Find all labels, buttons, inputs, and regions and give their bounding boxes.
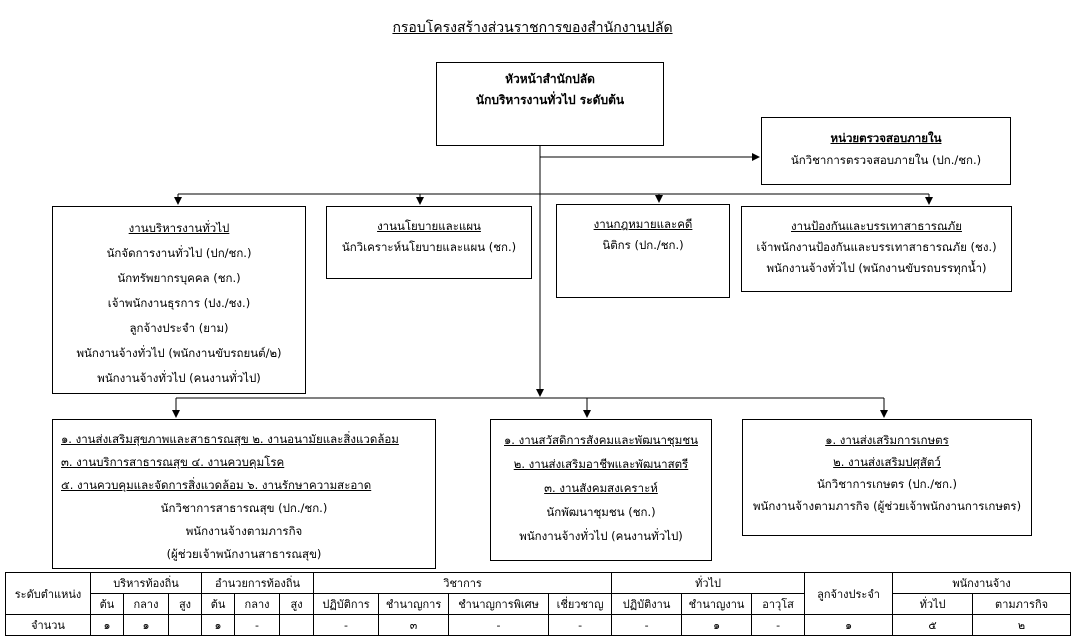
agri-unit: ๑. งานส่งเสริมการเกษตร [825, 433, 949, 447]
group-local-director: อำนวยการท้องถิ่น [201, 572, 315, 594]
group-general: ทั่วไป [611, 572, 806, 594]
position-table: ระดับตำแหน่ง บริหารท้องถิ่น อำนวยการท้อง… [5, 572, 1072, 636]
sub-c2: ชำนาญการ [378, 593, 450, 615]
sub-g2: ชำนาญงาน [681, 593, 753, 615]
social-staff: นักพัฒนาชุมชน (ชก.) [546, 505, 656, 519]
social-unit: ๑. งานสวัสดิการสังคมและพัฒนาชุมชน [504, 433, 698, 447]
admin-staff: เจ้าพนักงานธุรการ (ปง./ชง.) [107, 296, 251, 310]
sub-e1: ทั่วไป [892, 593, 974, 615]
sub-c1: ปฏิบัติการ [313, 593, 380, 615]
health-staff: พนักงานจ้างตามภารกิจ [185, 524, 303, 538]
audit-staff: นักวิชาการตรวจสอบภายใน (ปก./ชก.) [790, 153, 982, 167]
head-box: หัวหน้าสำนักปลัด นักบริหารงานทั่วไป ระดั… [436, 62, 664, 146]
health-staff: นักวิชาการสาธารณสุข (ปก./ชก.) [160, 501, 328, 515]
count-g2: ๑ [681, 614, 753, 636]
count-e2: ๒ [972, 614, 1072, 636]
sub-d2: กลาง [234, 593, 281, 615]
page-title: กรอบโครงสร้างส่วนราชการของสำนักงานปลัด [392, 20, 673, 36]
admin-staff: พนักงานจ้างทั่วไป (พนักงานขับรถยนต์/๒) [76, 346, 282, 360]
sub-e2: ตามภารกิจ [972, 593, 1072, 615]
agri-staff: นักวิชาการเกษตร (ปก./ชก.) [816, 477, 958, 491]
sub-g3: อาวุโส [751, 593, 806, 615]
count-a2: ๑ [123, 614, 169, 636]
policy-heading: งานนโยบายและแผน [377, 219, 481, 233]
social-unit: ๒. งานส่งเสริมอาชีพและพัฒนาสตรี [513, 457, 689, 471]
disaster-heading: งานป้องกันและบรรเทาสาธารณภัย [791, 219, 962, 233]
social-unit: ๓. งานสังคมสงเคราะห์ [544, 481, 658, 495]
count-a1: ๑ [90, 614, 124, 636]
sub-a2: กลาง [123, 593, 169, 615]
disaster-staff: เจ้าพนักงานป้องกันและบรรเทาสาธารณภัย (ชง… [756, 240, 997, 254]
sub-c3: ชำนาญการพิเศษ [448, 593, 550, 615]
admin-heading: งานบริหารงานทั่วไป [128, 221, 230, 235]
admin-staff: ลูกจ้างประจำ (ยาม) [129, 321, 229, 335]
count-e1: ๕ [892, 614, 974, 636]
health-unit: ๑. งานส่งเสริมสุขภาพและสาธารณสุข ๒. งานอ… [61, 432, 399, 446]
group-academic: วิชาการ [313, 572, 613, 594]
sub-c4: เชี่ยวชาญ [548, 593, 613, 615]
policy-box: งานนโยบายและแผน นักวิเคราะห์นโยบายและแผน… [326, 206, 532, 279]
disaster-staff: พนักงานจ้างทั่วไป (พนักงานขับรถบรรทุกน้ำ… [766, 261, 987, 275]
audit-heading: หน่วยตรวจสอบภายใน [830, 131, 942, 145]
health-staff: (ผู้ช่วยเจ้าพนักงานสาธารณสุข) [166, 547, 322, 561]
admin-staff: พนักงานจ้างทั่วไป (คนงานทั่วไป) [97, 371, 261, 385]
group-employee: พนักงานจ้าง [892, 572, 1072, 594]
law-heading: งานกฎหมายและคดี [593, 217, 693, 231]
count-permanent: ๑ [804, 614, 894, 636]
law-box: งานกฎหมายและคดี นิติกร (ปก./ชก.) [556, 204, 730, 298]
table-subheader-row: ต้น กลาง สูง ต้น กลาง สูง ปฏิบัติการ ชำน… [6, 593, 1072, 615]
count-c1: - [313, 614, 380, 636]
disaster-box: งานป้องกันและบรรเทาสาธารณภัย เจ้าพนักงาน… [741, 206, 1012, 292]
head-subtitle: นักบริหารงานทั่วไป ระดับต้น [475, 93, 625, 107]
count-d3 [279, 614, 315, 636]
sub-d3: สูง [279, 593, 315, 615]
admin-staff: นักทรัพยากรบุคคล (ชก.) [117, 271, 241, 285]
admin-staff: นักจัดการงานทั่วไป (ปก/ชก.) [106, 246, 252, 260]
row-label: ระดับตำแหน่ง [5, 572, 91, 615]
admin-box: งานบริหารงานทั่วไป นักจัดการงานทั่วไป (ป… [52, 206, 306, 394]
table-header-row: ระดับตำแหน่ง บริหารท้องถิ่น อำนวยการท้อง… [5, 572, 1072, 615]
count-g1: - [611, 614, 683, 636]
audit-box: หน่วยตรวจสอบภายใน นักวิชาการตรวจสอบภายใน… [761, 117, 1011, 185]
sub-g1: ปฏิบัติงาน [611, 593, 683, 615]
count-d2: - [234, 614, 281, 636]
social-box: ๑. งานสวัสดิการสังคมและพัฒนาชุมชน ๒. งาน… [490, 419, 712, 561]
count-a3 [167, 614, 203, 636]
agri-unit: ๒. งานส่งเสริมปศุสัตว์ [833, 455, 941, 469]
group-permanent: ลูกจ้างประจำ [804, 572, 894, 615]
table-count-row: จำนวน ๑ ๑ ๑ - - ๓ - - - ๑ - ๑ ๕ ๒ [5, 614, 1072, 636]
policy-staff: นักวิเคราะห์นโยบายและแผน (ชก.) [341, 240, 517, 254]
count-d1: ๑ [201, 614, 236, 636]
agri-box: ๑. งานส่งเสริมการเกษตร ๒. งานส่งเสริมปศุ… [742, 419, 1032, 536]
count-c2: ๓ [378, 614, 450, 636]
count-c4: - [548, 614, 613, 636]
count-g3: - [751, 614, 806, 636]
health-box: ๑. งานส่งเสริมสุขภาพและสาธารณสุข ๒. งานอ… [52, 419, 436, 569]
agri-staff: พนักงานจ้างตามภารกิจ (ผู้ช่วยเจ้าพนักงาน… [752, 499, 1022, 513]
group-local-admin: บริหารท้องถิ่น [89, 572, 203, 594]
sub-a3: สูง [167, 593, 203, 615]
health-unit: ๕. งานควบคุมและจัดการสิ่งแวดล้อม ๖. งานร… [61, 478, 372, 492]
sub-a1: ต้น [90, 593, 124, 615]
count-c3: - [448, 614, 550, 636]
count-label: จำนวน [5, 614, 91, 636]
health-unit: ๓. งานบริการสาธารณสุข ๔. งานควบคุมโรค [61, 455, 285, 469]
head-title: หัวหน้าสำนักปลัด [505, 72, 595, 86]
law-staff: นิติกร (ปก./ชก.) [602, 238, 684, 252]
sub-d1: ต้น [201, 593, 236, 615]
social-staff: พนักงานจ้างทั่วไป (คนงานทั่วไป) [519, 529, 683, 543]
